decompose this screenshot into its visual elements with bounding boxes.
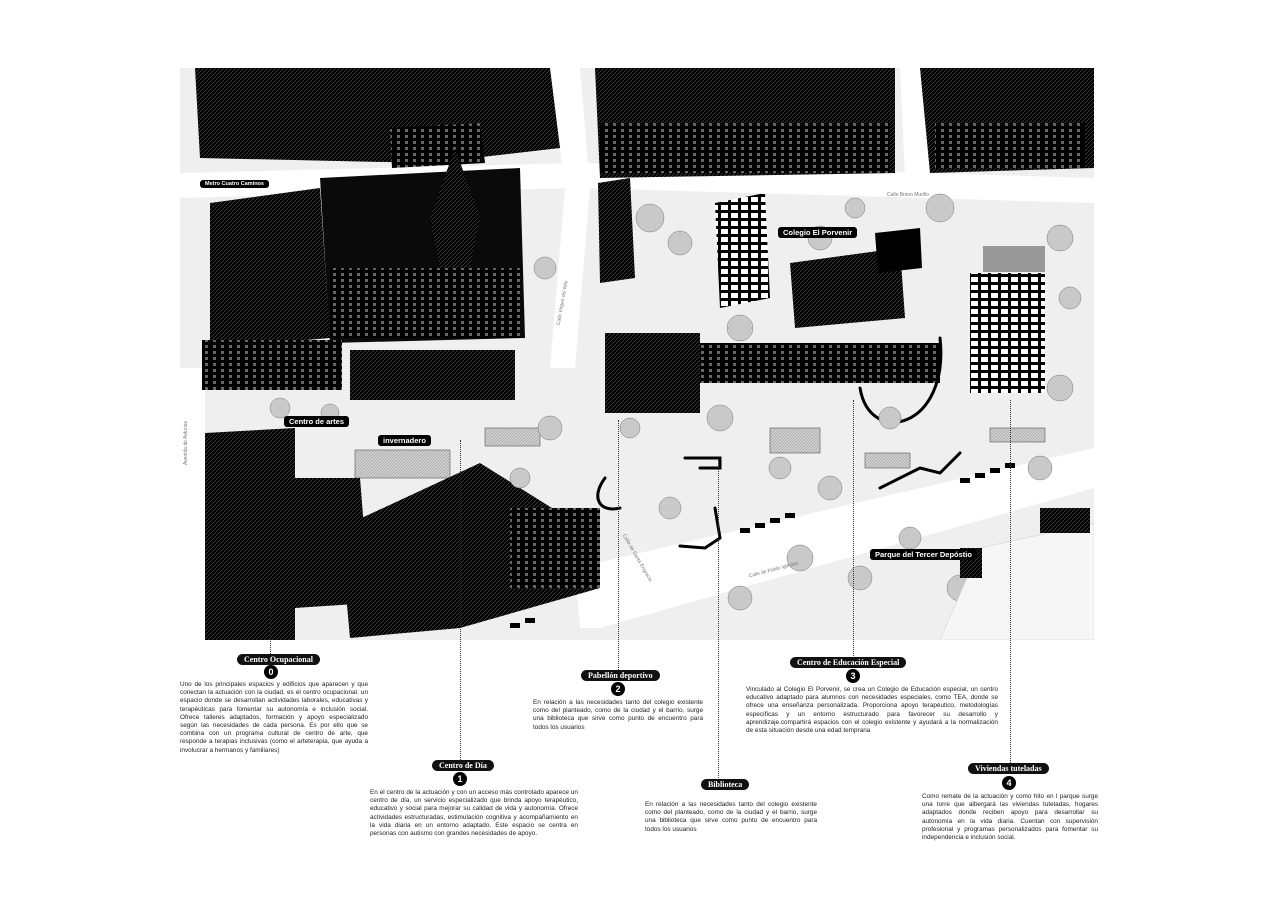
trees: [269, 193, 1082, 621]
colegio-buildings: [598, 178, 922, 328]
viviendas-tower: [970, 246, 1045, 393]
street-network: [180, 68, 1094, 640]
city-block-top-center: [595, 68, 895, 178]
inclusive-routes: [596, 336, 962, 550]
program-title-biblioteca: Biblioteca: [701, 779, 750, 790]
park-block-right: [1040, 508, 1090, 533]
program-text-2: En relación a las necesidades tanto del …: [533, 699, 703, 731]
centro-ocupacional-block: [210, 148, 525, 348]
program-text-biblioteca: En relación a las necesidades tanto del …: [645, 801, 817, 833]
colegio-label: Colegio El Porvenir: [778, 227, 858, 238]
metro-label: Metro Cuatro Caminos: [200, 180, 269, 188]
arts-pavilions: [202, 340, 515, 400]
invernadero-label: invernadero: [378, 435, 431, 446]
parque-label: Parque del Tercer Depóstio: [870, 549, 977, 560]
program-title-0: Centro Ocupacional: [237, 654, 320, 665]
city-block-top-left: [195, 68, 560, 168]
leader-line-4: [1010, 400, 1011, 765]
program-text-3: Vinculado al Colegio El Porvenir, se cre…: [746, 686, 998, 735]
program-number-0: 0: [264, 665, 278, 679]
lower-left-buildings: [205, 428, 600, 640]
program-number-1: 1: [453, 772, 467, 786]
pabellon-deportivo: [605, 333, 940, 413]
leader-line-3: [853, 400, 854, 660]
program-title-3: Centro de Educación Especial: [790, 657, 907, 668]
program-text-0: Uno de los principales espacios y edific…: [180, 681, 368, 754]
program-title-4: Viviendas tuteladas: [968, 763, 1049, 774]
city-block-top-right: [920, 68, 1094, 173]
site-axonometric-plan: [180, 68, 1094, 640]
leader-line-0: [270, 600, 271, 660]
program-number-3: 3: [846, 669, 860, 683]
program-number-2: 2: [611, 682, 625, 696]
street-label-left: Avenida de Asturias: [183, 420, 190, 466]
leader-line-2: [618, 420, 619, 670]
program-title-1: Centro de Día: [432, 760, 494, 771]
centro-artes-label: Centro de artes: [284, 416, 350, 427]
leader-line-1: [460, 440, 461, 760]
leader-line-biblioteca: [718, 460, 719, 780]
street-label-top: Calle Bravo Murillo: [887, 192, 929, 198]
program-text-4: Como remate de la actuación y como hito …: [922, 793, 1098, 842]
program-text-1: En el centro de la actuación y con un ac…: [370, 789, 578, 838]
light-pavilions: [354, 427, 1046, 479]
program-number-4: 4: [1002, 776, 1016, 790]
program-title-2: Pabellón deportivo: [581, 670, 660, 681]
